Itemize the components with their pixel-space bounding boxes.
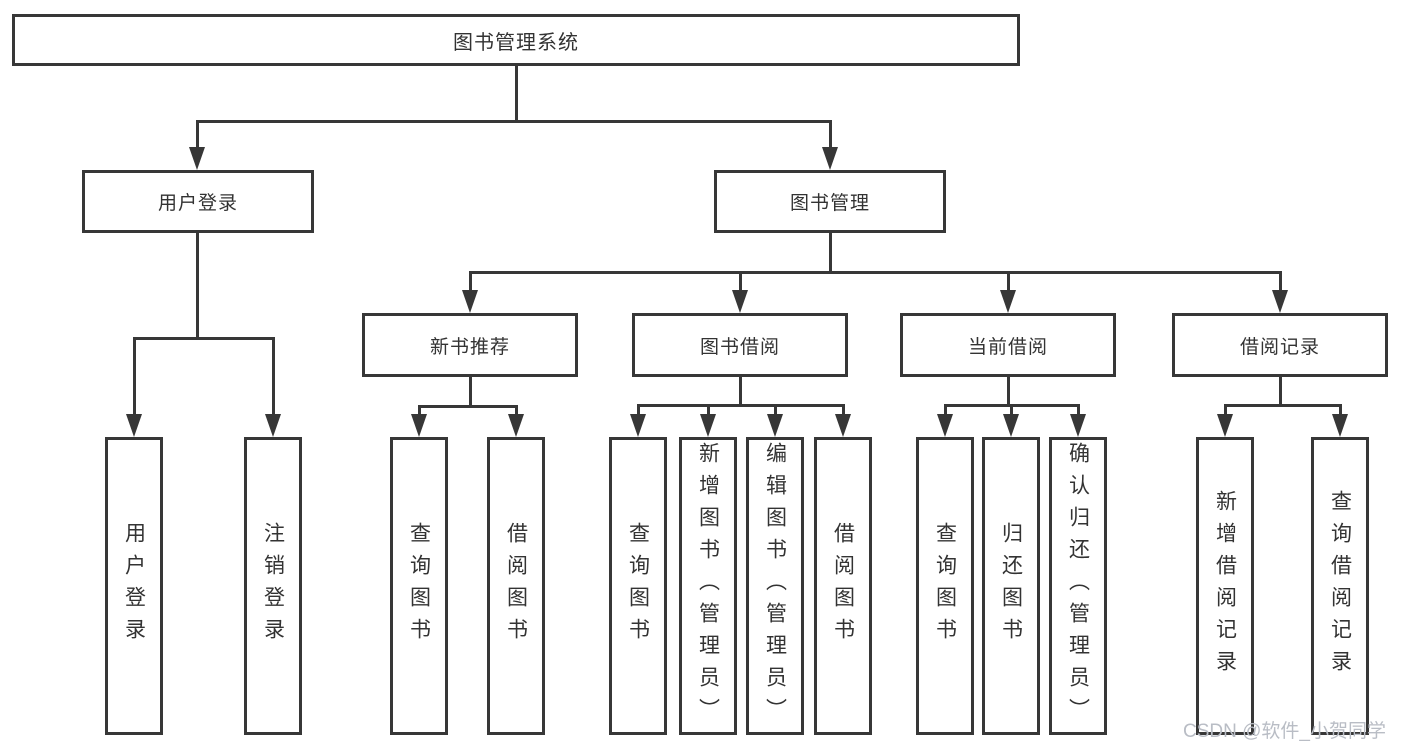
connector-line (418, 405, 518, 408)
connector-arrowhead (126, 414, 142, 437)
leaf-borrow-query: 查询图书 (609, 437, 667, 735)
node-book-borrow-label: 图书借阅 (699, 336, 780, 358)
connector-arrowhead (835, 414, 851, 437)
connector-arrowhead (1217, 414, 1233, 437)
connector-line (196, 120, 199, 148)
connector-line (829, 233, 832, 274)
connector-line (1007, 271, 1010, 292)
leaf-borrow-add-admin: 新增图书（管理员） (679, 437, 737, 735)
connector-arrowhead (1070, 414, 1086, 437)
connector-line (842, 404, 845, 416)
connector-arrowhead (265, 414, 281, 437)
leaf-current-return-label: 归还图书 (999, 522, 1023, 650)
leaf-new-book-query-label: 查询图书 (407, 522, 431, 650)
leaf-current-confirm-admin-label: 确认归还（管理员） (1066, 442, 1090, 730)
connector-line (774, 404, 777, 416)
connector-line (1224, 404, 1227, 416)
connector-line (637, 404, 845, 407)
connector-line (637, 404, 640, 416)
connector-line (1010, 404, 1013, 416)
leaf-borrow-edit-admin: 编辑图书（管理员） (746, 437, 804, 735)
connector-arrowhead (189, 147, 205, 170)
leaf-records-query-label: 查询借阅记录 (1328, 490, 1352, 682)
leaf-borrow-borrow-label: 借阅图书 (831, 522, 855, 650)
leaf-current-confirm-admin: 确认归还（管理员） (1049, 437, 1107, 735)
connector-arrowhead (462, 290, 478, 313)
connector-arrowhead (1003, 414, 1019, 437)
connector-arrowhead (1332, 414, 1348, 437)
leaf-new-book-borrow: 借阅图书 (487, 437, 545, 735)
connector-arrowhead (937, 414, 953, 437)
connector-line (515, 405, 518, 416)
connector-line (515, 66, 518, 120)
leaf-records-query: 查询借阅记录 (1311, 437, 1369, 735)
leaf-current-query-label: 查询图书 (933, 522, 957, 650)
connector-line (1279, 377, 1282, 406)
connector-line (196, 233, 199, 337)
connector-line (1339, 404, 1342, 416)
connector-line (469, 377, 472, 408)
leaf-user-login-label: 用户登录 (122, 522, 146, 650)
connector-line (739, 271, 742, 292)
connector-line (272, 337, 275, 415)
connector-line (1007, 377, 1010, 406)
connector-line (418, 405, 421, 416)
connector-arrowhead (411, 414, 427, 437)
node-new-book-recommend: 新书推荐 (362, 313, 578, 377)
leaf-borrow-edit-admin-label: 编辑图书（管理员） (763, 442, 787, 730)
node-root-label: 图书管理系统 (453, 31, 579, 54)
connector-line (707, 404, 710, 416)
connector-line (944, 404, 947, 416)
connector-line (197, 120, 832, 123)
connector-arrowhead (508, 414, 524, 437)
node-borrow-records: 借阅记录 (1172, 313, 1388, 377)
node-user-login-label: 用户登录 (157, 193, 238, 214)
leaf-records-add: 新增借阅记录 (1196, 437, 1254, 735)
connector-arrowhead (700, 414, 716, 437)
connector-line (1279, 271, 1282, 292)
connector-arrowhead (822, 147, 838, 170)
leaf-logout-login: 注销登录 (244, 437, 302, 735)
connector-line (469, 271, 1281, 274)
leaf-current-query: 查询图书 (916, 437, 974, 735)
node-current-borrow: 当前借阅 (900, 313, 1116, 377)
leaf-records-add-label: 新增借阅记录 (1213, 490, 1237, 682)
connector-arrowhead (1272, 290, 1288, 313)
connector-arrowhead (732, 290, 748, 313)
connector-line (1077, 404, 1080, 416)
leaf-borrow-query-label: 查询图书 (626, 522, 650, 650)
node-new-book-recommend-label: 新书推荐 (429, 336, 510, 358)
node-book-management: 图书管理 (714, 170, 946, 233)
leaf-new-book-borrow-label: 借阅图书 (504, 522, 528, 650)
leaf-current-return: 归还图书 (982, 437, 1040, 735)
csdn-watermark: CSDN @软件_小贺同学 (1183, 721, 1386, 742)
leaf-logout-login-label: 注销登录 (261, 522, 285, 650)
connector-line (829, 120, 832, 148)
leaf-user-login: 用户登录 (105, 437, 163, 735)
connector-line (739, 377, 742, 406)
leaf-new-book-query: 查询图书 (390, 437, 448, 735)
connector-arrowhead (767, 414, 783, 437)
leaf-borrow-add-admin-label: 新增图书（管理员） (696, 442, 720, 730)
connector-line (133, 337, 275, 340)
node-book-management-label: 图书管理 (789, 193, 870, 214)
connector-line (1224, 404, 1342, 407)
connector-line (469, 271, 472, 292)
node-root: 图书管理系统 (12, 14, 1020, 66)
node-current-borrow-label: 当前借阅 (967, 336, 1048, 358)
node-borrow-records-label: 借阅记录 (1239, 336, 1320, 358)
leaf-borrow-borrow: 借阅图书 (814, 437, 872, 735)
node-user-login: 用户登录 (82, 170, 314, 233)
connector-arrowhead (1000, 290, 1016, 313)
node-book-borrow: 图书借阅 (632, 313, 848, 377)
connector-line (133, 337, 136, 415)
connector-arrowhead (630, 414, 646, 437)
